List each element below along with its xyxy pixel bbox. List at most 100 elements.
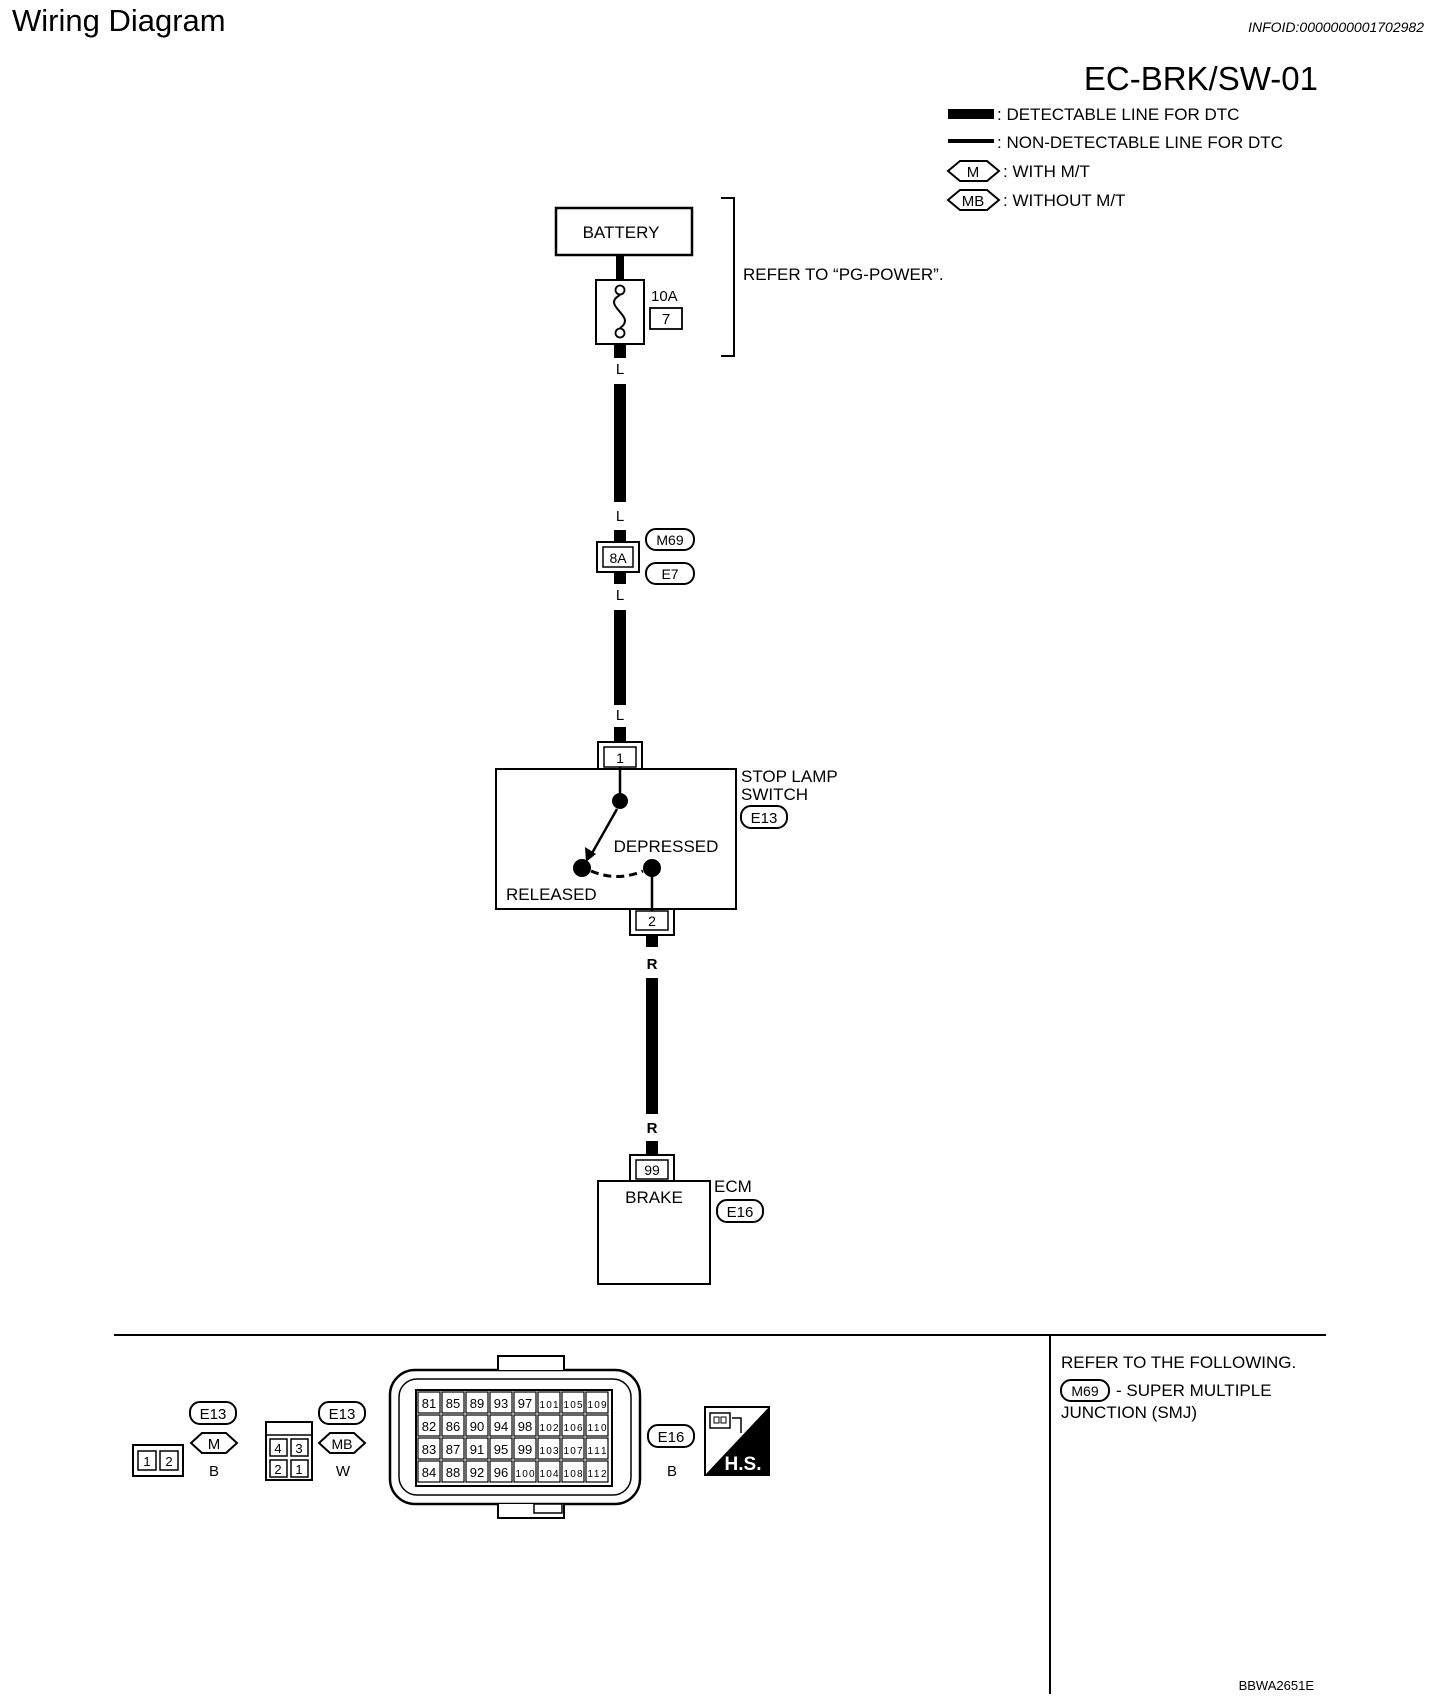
connector-e13-oval — [740, 805, 788, 829]
stop-lamp-switch: 1 DEPRESSED RELEASED STOP LAMP SWITCH E1… — [495, 741, 838, 936]
connector-id: M69 — [656, 532, 683, 548]
pin-number: 101 — [540, 1400, 559, 1411]
pin-number: 84 — [422, 1465, 436, 1480]
connector-face — [265, 1421, 313, 1481]
pin-number: 82 — [422, 1419, 436, 1434]
pin-cell — [489, 1414, 513, 1437]
variant-hexagon — [189, 1432, 239, 1454]
info-id: INFOID:0000000001702982 — [1248, 19, 1424, 35]
connector-mini-lead — [732, 1417, 742, 1433]
connector-e7-oval — [645, 562, 695, 585]
refer-notes: REFER TO THE FOLLOWING. M69 - SUPER MULT… — [1060, 1353, 1296, 1422]
figure-code: BBWA2651E — [1239, 1678, 1315, 1693]
battery-to-fuse-wire — [616, 255, 624, 280]
pin-cell — [537, 1391, 561, 1414]
pin-number: 85 — [446, 1396, 460, 1411]
connector-id: E13 — [200, 1406, 227, 1423]
pin-cell — [465, 1437, 489, 1460]
harness-side-icon: H.S. — [704, 1406, 770, 1476]
terminal-99-box — [635, 1159, 669, 1180]
ecm-terminal-name: BRAKE — [625, 1188, 683, 1207]
connector-mini-icon — [709, 1412, 731, 1429]
pin-number: 88 — [446, 1465, 460, 1480]
terminal-99-housing — [629, 1154, 675, 1181]
connector-bottom-key — [533, 1503, 563, 1514]
pin-cell — [137, 1450, 157, 1471]
wire-color-label: L — [616, 707, 624, 724]
variant-symbol: M — [208, 1436, 221, 1453]
pin-cell — [561, 1391, 585, 1414]
wire-color-label: L — [616, 508, 624, 525]
wire-color-label: R — [647, 956, 658, 973]
pin-number: 100 — [516, 1469, 535, 1480]
fuse-output-stub — [614, 344, 626, 358]
connector-id: E16 — [727, 1204, 754, 1221]
pin-number: 97 — [518, 1396, 532, 1411]
pin-cell — [585, 1460, 609, 1483]
pin-cell — [489, 1460, 513, 1483]
wire-color-label: L — [616, 361, 624, 378]
pin-cell — [513, 1460, 537, 1483]
connector-id: E13 — [751, 810, 778, 827]
connector-mini-pin — [713, 1416, 720, 1424]
pin-number: 105 — [564, 1400, 583, 1411]
connector-id: E16 — [658, 1429, 685, 1446]
pin-cell — [585, 1391, 609, 1414]
switch-pivot — [612, 793, 628, 809]
legend-without-mt: : WITHOUT M/T — [1003, 191, 1125, 210]
variant-symbol: MB — [332, 1436, 353, 1452]
pin-number: 106 — [564, 1423, 583, 1434]
terminal-number: 99 — [644, 1162, 660, 1178]
pin-number: 103 — [540, 1446, 559, 1457]
pin-cell — [513, 1437, 537, 1460]
pin-number: 89 — [470, 1396, 484, 1411]
pin-cell — [290, 1459, 309, 1478]
connector-mini-pin — [720, 1416, 727, 1424]
pin-cell — [585, 1437, 609, 1460]
pin-cell — [537, 1460, 561, 1483]
pin-cell — [537, 1437, 561, 1460]
pin-cell — [290, 1438, 309, 1457]
pin-cell — [417, 1460, 441, 1483]
pin-grid — [415, 1389, 613, 1487]
hs-diagonal-fill — [705, 1407, 769, 1475]
pin-cell — [465, 1414, 489, 1437]
connector-e13-mb: E13 MB W 4 3 2 1 — [265, 1401, 367, 1481]
battery-label: BATTERY — [583, 223, 660, 242]
legend-non-detectable: : NON-DETECTABLE LINE FOR DTC — [997, 133, 1283, 152]
wire-color-label: R — [647, 1120, 658, 1137]
joint-terminal-box — [602, 546, 634, 568]
connector-oval — [647, 1424, 695, 1448]
pin-number: 111 — [588, 1446, 607, 1457]
pin-cell — [417, 1391, 441, 1414]
pin-cell — [441, 1460, 465, 1483]
switch-arrow-icon — [585, 847, 596, 862]
variant-hexagon — [317, 1432, 367, 1454]
non-detectable-line-sample — [948, 139, 994, 143]
pin-number: 92 — [470, 1465, 484, 1480]
battery-block: BATTERY 10A 7 REFER TO “PG-POWER”. — [554, 197, 944, 357]
switch-dashed-path — [590, 869, 644, 878]
pin-number: 96 — [494, 1465, 508, 1480]
fuse-contact-top — [614, 284, 626, 296]
wire-color-label: L — [616, 587, 624, 604]
connector-top-latch — [497, 1355, 565, 1370]
detectable-wire — [614, 384, 626, 502]
connector-id: M69 — [1071, 1383, 1098, 1399]
hs-label: H.S. — [725, 1454, 762, 1475]
power-bracket — [721, 197, 735, 357]
connector-id: E13 — [329, 1406, 356, 1423]
terminal-1-housing — [597, 741, 643, 769]
pin-cell — [441, 1391, 465, 1414]
switch-arm — [589, 808, 619, 856]
pin-number: 102 — [540, 1423, 559, 1434]
wire-stub — [614, 572, 626, 584]
connector-color: B — [209, 1463, 219, 1480]
detectable-line-sample — [948, 109, 994, 119]
pin-number: 91 — [470, 1442, 484, 1457]
pin-cell — [561, 1460, 585, 1483]
pin-number: 87 — [446, 1442, 460, 1457]
diagram-code: EC-BRK/SW-01 — [1084, 60, 1318, 97]
pin-number: 104 — [540, 1469, 559, 1480]
ecm-block: 99 BRAKE ECM E16 — [597, 1154, 764, 1285]
